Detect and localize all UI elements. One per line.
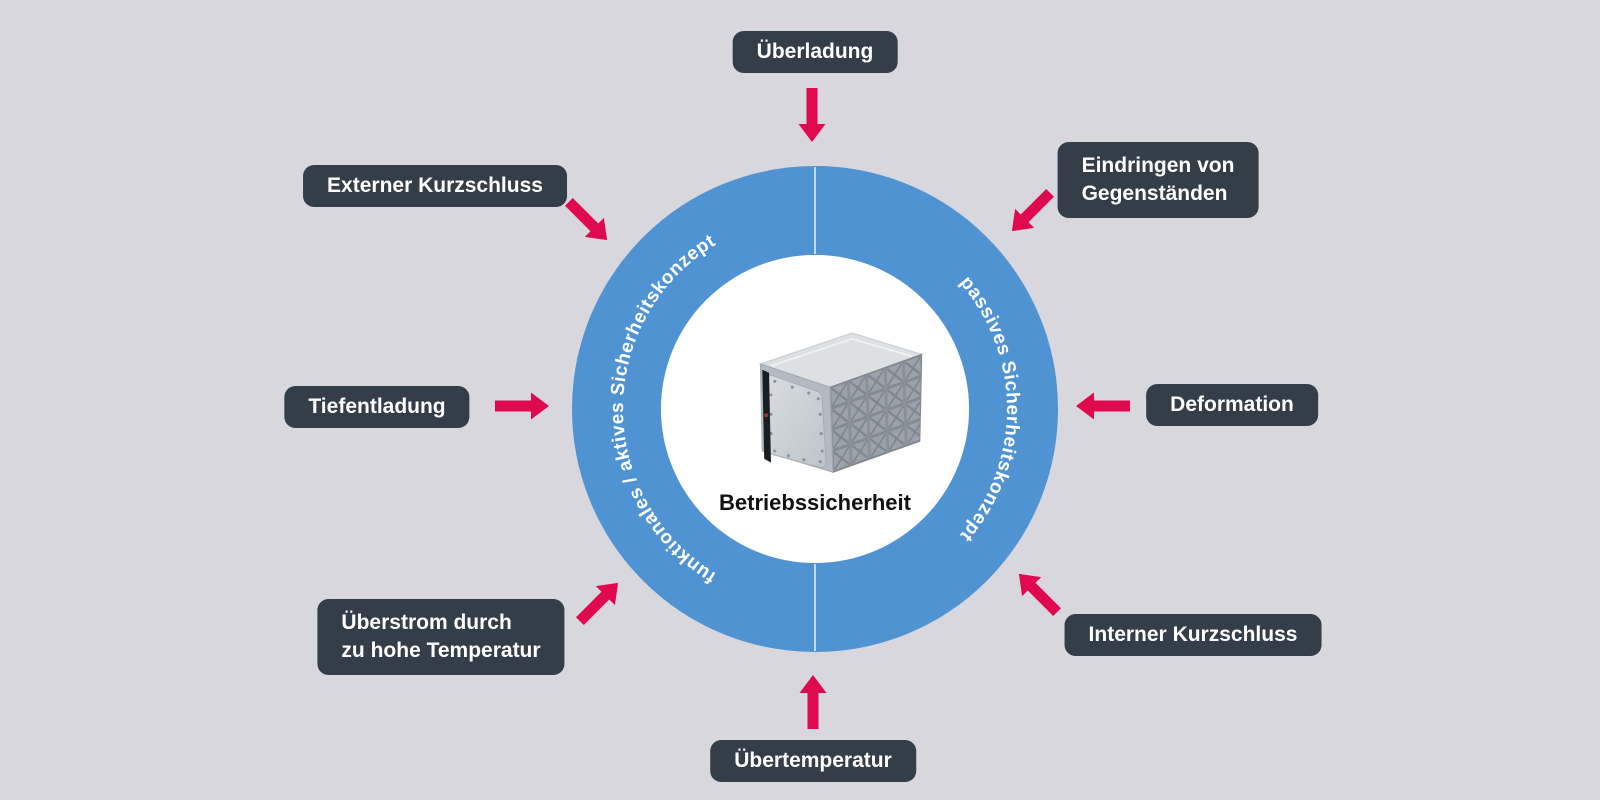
- center-label: Betriebssicherheit: [719, 490, 911, 515]
- hazard-label-uebertemperatur: Übertemperatur: [710, 740, 916, 782]
- hazard-label-deformation: Deformation: [1146, 384, 1318, 426]
- arrow-down-icon: [798, 88, 826, 142]
- hazard-label-tiefentladung: Tiefentladung: [284, 386, 470, 428]
- hazard-label-interner-kurzschluss: Interner Kurzschluss: [1064, 614, 1322, 656]
- arrow-up-right-icon: [570, 573, 628, 631]
- arrow-up-left-icon: [1009, 564, 1067, 622]
- arrow-left-icon: [1076, 392, 1130, 420]
- hazard-label-ueberstrom-temperatur: Überstrom durch zu hohe Temperatur: [317, 599, 565, 675]
- arrow-right-icon: [495, 392, 549, 420]
- panel-bolts: [769, 379, 824, 464]
- hazard-label-ueberladung: Überladung: [732, 31, 898, 73]
- hazard-label-externer-kurzschluss: Externer Kurzschluss: [303, 165, 567, 207]
- hazard-label-eindringen-von-gegenstaenden: Eindringen von Gegenständen: [1057, 142, 1259, 218]
- battery-pack-image: [758, 332, 924, 473]
- arrow-down-left-icon: [1002, 183, 1060, 241]
- arrow-down-right-icon: [559, 192, 617, 250]
- arrow-up-icon: [799, 675, 827, 729]
